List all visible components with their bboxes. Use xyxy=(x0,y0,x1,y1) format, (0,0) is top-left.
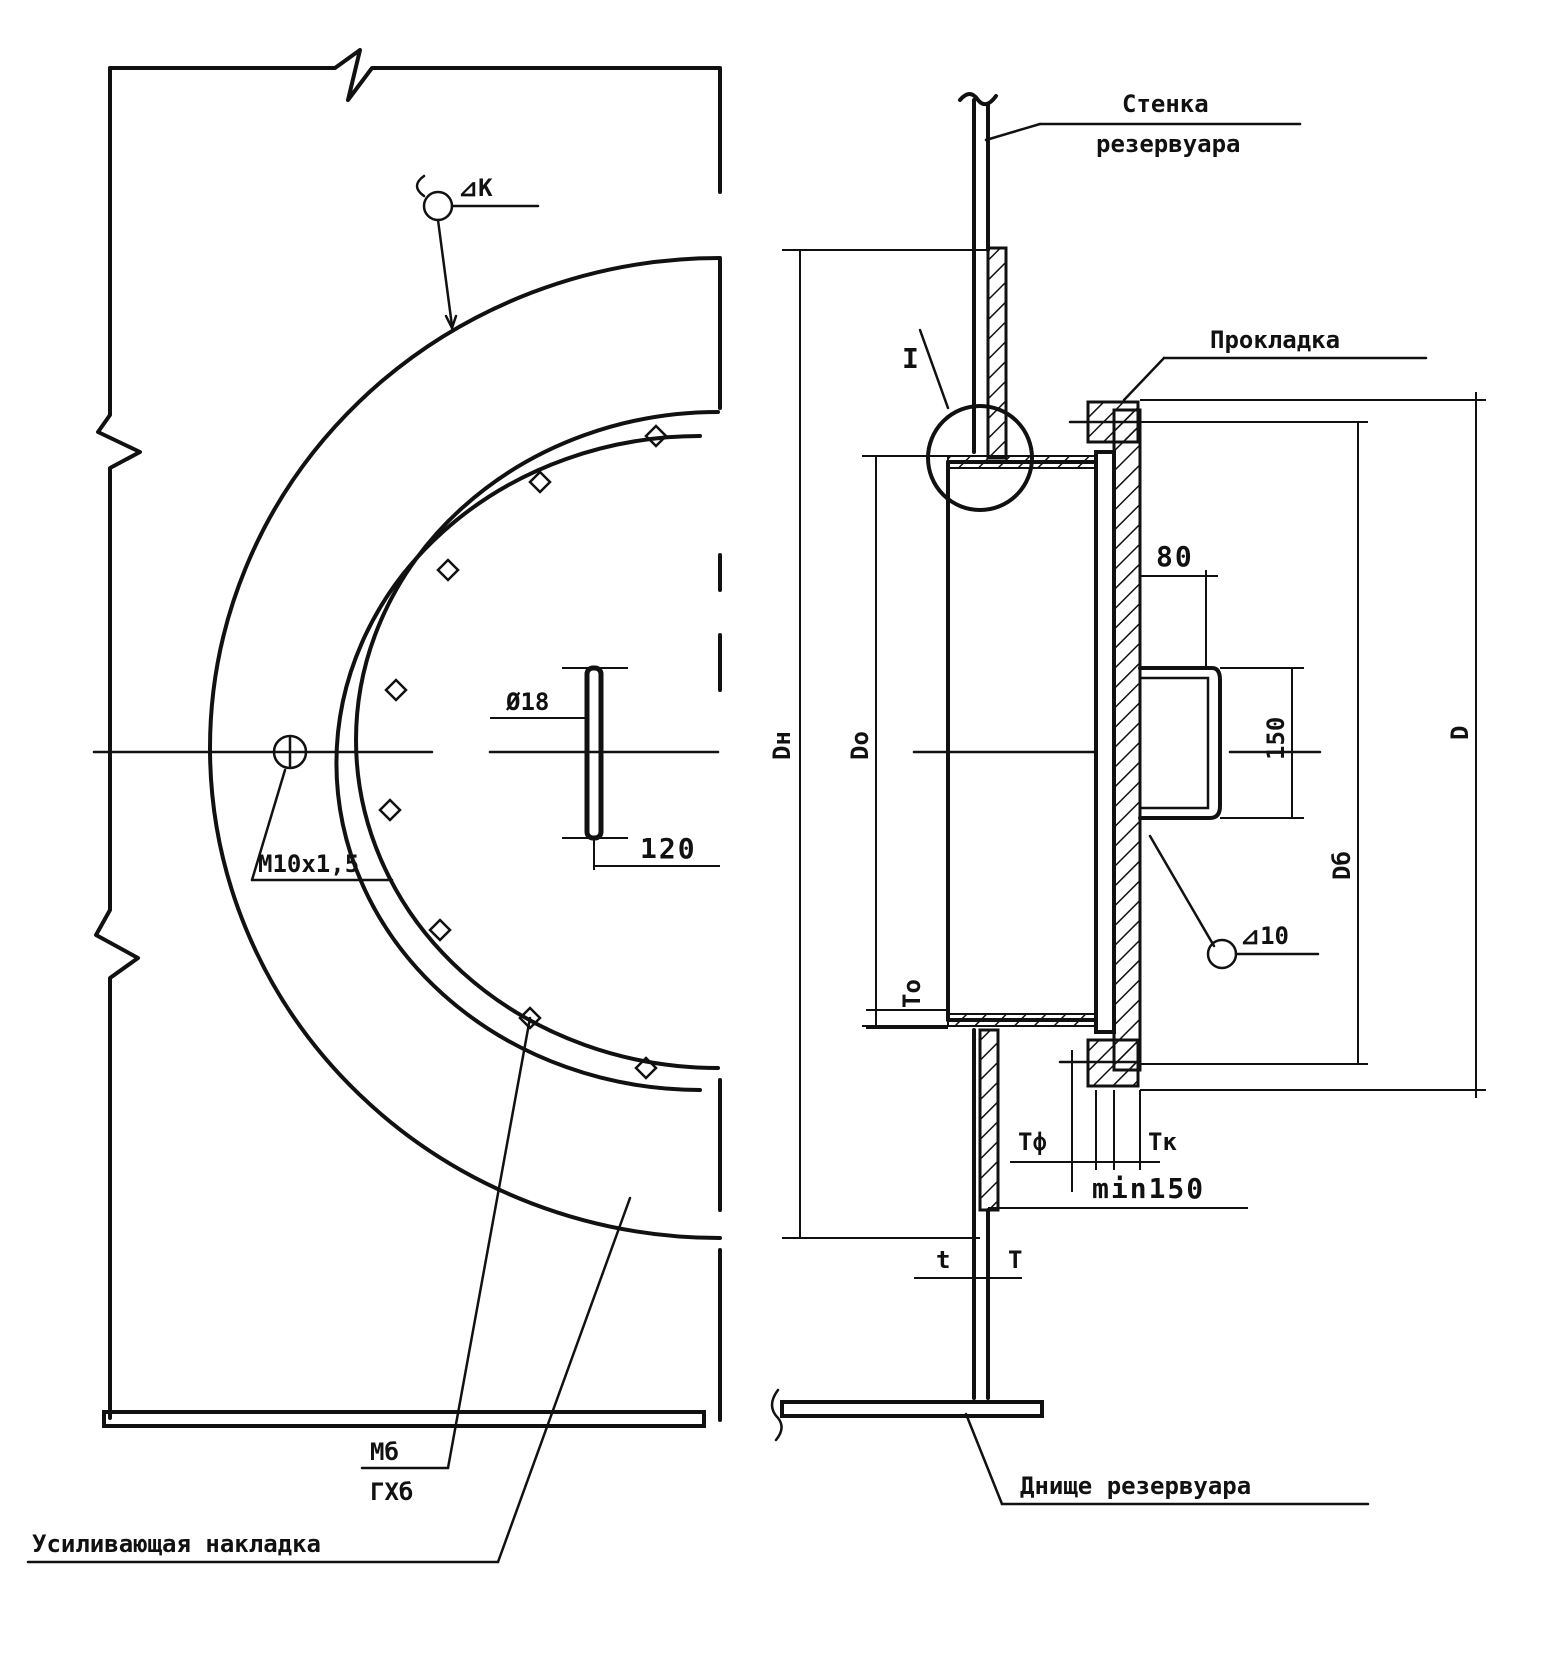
weld-10-label: ⊿10 xyxy=(1240,922,1289,950)
neck-wall-bottom xyxy=(947,1013,1113,1027)
dim-t-small-label: t xyxy=(936,1246,950,1274)
dim-min150-label: min150 xyxy=(1092,1172,1205,1205)
section-view: I Стенка резервуара Прокладка Днище резе… xyxy=(768,90,1486,1506)
reinforcing-plate-top xyxy=(986,246,1008,460)
handle-side xyxy=(1138,666,1222,820)
diam-18-label: Ø18 xyxy=(505,688,549,716)
bolt-m-label: Mб xyxy=(370,1438,399,1466)
detail-i-label: I xyxy=(902,342,921,375)
cover-plate-section xyxy=(1112,408,1142,1072)
front-view: M10x1,5 ⊿K Ø18 120 Mб ГХб Усиливающая на… xyxy=(26,48,722,1564)
detail-i-circle xyxy=(926,404,1034,512)
bolt-hole xyxy=(518,1006,542,1030)
bolt-holes xyxy=(378,424,668,1080)
dim-150-handle-label: 150 xyxy=(1262,717,1290,760)
bolt-hole xyxy=(436,558,460,582)
tank-bottom-label: Днище резервуара xyxy=(1020,1472,1251,1500)
tank-wall-label-2: резервуара xyxy=(1096,130,1241,158)
bolt-hole xyxy=(634,1056,658,1080)
weld-k-label: ⊿K xyxy=(458,174,493,202)
dim-d-label: D xyxy=(1446,726,1474,740)
bottom-plate-front xyxy=(102,1410,706,1428)
dim-do-label: Dо xyxy=(846,731,874,760)
bolt-gost-label: ГХб xyxy=(370,1478,413,1506)
bolt-hole xyxy=(378,798,402,822)
plate-leader xyxy=(496,1196,632,1564)
dim-80-label: 80 xyxy=(1156,540,1194,573)
telltale-hole-icon xyxy=(272,734,308,770)
reinforcing-plate-label: Усиливающая накладка xyxy=(32,1530,321,1558)
weld-10-icon xyxy=(1206,938,1238,970)
m10-label: M10x1,5 xyxy=(258,850,359,878)
dim-tf-label: Tф xyxy=(1018,1128,1047,1156)
reinforcing-plate-arc xyxy=(208,256,722,1240)
dim-db-label: Dб xyxy=(1328,851,1356,880)
tank-wall-top-break xyxy=(958,92,998,107)
dim-dn-label: Dн xyxy=(768,731,796,760)
weld-k-icon xyxy=(422,190,454,222)
weld-k-leader xyxy=(436,218,454,328)
tank-bottom-plate xyxy=(780,1400,1044,1418)
flange-ring-inner xyxy=(334,434,702,1092)
flange-ring-outer xyxy=(354,410,720,1070)
wall-sheet-left-edge xyxy=(94,66,142,1420)
m10-leader xyxy=(250,768,287,882)
bolt-hole xyxy=(644,424,668,448)
gasket-label: Прокладка xyxy=(1210,326,1340,354)
bolt-hole xyxy=(428,918,452,942)
dim-tk-label: Tк xyxy=(1148,1128,1177,1156)
tank-wall-label-1: Стенка xyxy=(1122,90,1209,118)
dim-to-label: To xyxy=(898,979,926,1008)
wall-sheet-top-break xyxy=(108,48,722,194)
reinforcing-plate-bottom xyxy=(978,1028,1000,1212)
bolt-hole xyxy=(384,678,408,702)
dim-120-label: 120 xyxy=(640,832,697,865)
dim-t-big-label: T xyxy=(1008,1246,1022,1274)
bolt-leader xyxy=(446,1016,532,1470)
bolt-hole xyxy=(528,470,552,494)
flange-section xyxy=(1094,450,1116,1034)
